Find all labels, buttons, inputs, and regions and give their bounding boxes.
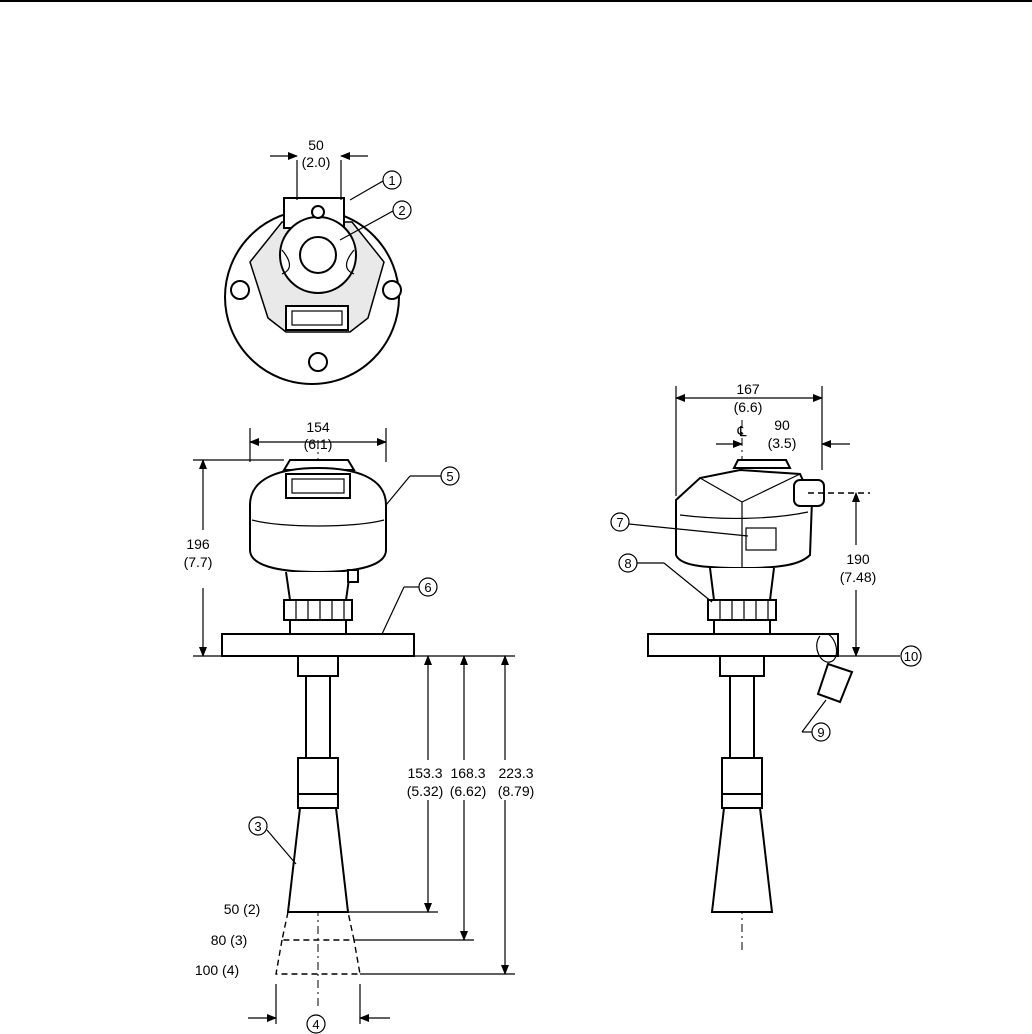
- front-side-screw: [348, 570, 358, 582]
- side-ring-base: [714, 620, 770, 634]
- top-view: 50 (2.0) 1 2: [225, 137, 411, 384]
- callout-10: 10: [904, 649, 918, 664]
- callout-6: 6: [424, 580, 431, 595]
- side-horn: [712, 808, 772, 912]
- dim-antenna-b-mm: 168.3: [450, 765, 485, 781]
- horn-size-80: 80 (3): [211, 932, 248, 948]
- dim-housing-width-in: (6.1): [304, 436, 333, 452]
- side-adapter: [720, 656, 764, 676]
- dim-side-width-mm: 167: [736, 381, 760, 397]
- side-tag: [818, 664, 852, 702]
- side-view: 167 (6.6) ℄ 90 (3.5) 190 (7.48) 7 8 9 10: [611, 381, 921, 950]
- bolt-hole-left: [231, 281, 249, 299]
- centerline-symbol: ℄: [737, 423, 747, 439]
- display-window-top-view: [286, 306, 348, 330]
- dim-side-offset-mm: 90: [774, 417, 790, 433]
- callout-7: 7: [616, 515, 623, 530]
- side-horn-mount: [722, 758, 762, 794]
- front-locking-ring: [284, 600, 352, 620]
- front-flange: [222, 634, 414, 656]
- leader-1: [350, 181, 383, 200]
- front-horn-collar: [298, 794, 338, 808]
- side-neck: [710, 568, 774, 600]
- leader-3: [267, 830, 296, 864]
- callout-5: 5: [446, 469, 453, 484]
- horn-size-50: 50 (2): [224, 901, 261, 917]
- dim-top-width-mm: 50: [308, 137, 324, 153]
- horn-size-100: 100 (4): [195, 962, 239, 978]
- dim-side-height-in: (7.48): [840, 569, 877, 585]
- dim-antenna-c-mm: 223.3: [498, 765, 533, 781]
- side-housing-cap: [734, 460, 790, 468]
- front-waveguide: [306, 676, 330, 758]
- dim-antenna-b-in: (6.62): [450, 783, 487, 799]
- dim-height-in: (7.7): [184, 554, 213, 570]
- dim-side-height-mm: 190: [846, 551, 870, 567]
- bolt-hole-bottom: [309, 353, 327, 371]
- bolt-hole-right: [383, 281, 401, 299]
- front-horn-mount: [298, 758, 338, 794]
- callout-8: 8: [624, 556, 631, 571]
- callout-9: 9: [817, 725, 824, 740]
- leader-5: [386, 476, 410, 505]
- dim-housing-width-mm: 154: [306, 419, 330, 435]
- front-view: 154 (6.1) 196 (7.7) 153.3 (5.32) 168.3 (…: [184, 419, 535, 1033]
- front-horn-50: [288, 808, 348, 912]
- dim-top-width-in: (2.0): [302, 154, 331, 170]
- callout-4: 4: [312, 1017, 319, 1032]
- front-ring-base: [290, 620, 346, 634]
- dim-antenna-a-mm: 153.3: [407, 765, 442, 781]
- front-adapter: [298, 656, 338, 676]
- front-neck: [286, 572, 350, 600]
- side-waveguide: [730, 676, 754, 758]
- side-horn-collar: [722, 794, 762, 808]
- dim-side-offset-in: (3.5): [768, 435, 797, 451]
- side-locking-ring: [708, 600, 776, 620]
- lid-inner-circle: [300, 237, 336, 273]
- callout-1: 1: [388, 173, 395, 188]
- leader-8: [664, 563, 712, 602]
- dim-side-width-in: (6.6): [734, 399, 763, 415]
- callout-3: 3: [254, 819, 261, 834]
- front-display-window: [286, 474, 350, 498]
- callout-2: 2: [398, 203, 405, 218]
- side-flange: [648, 634, 838, 656]
- dim-height-mm: 196: [186, 536, 210, 552]
- dim-antenna-a-in: (5.32): [407, 783, 444, 799]
- ground-screw-top: [312, 206, 324, 218]
- dim-antenna-c-in: (8.79): [498, 783, 535, 799]
- leader-6: [382, 587, 404, 634]
- side-housing-body: [676, 470, 812, 568]
